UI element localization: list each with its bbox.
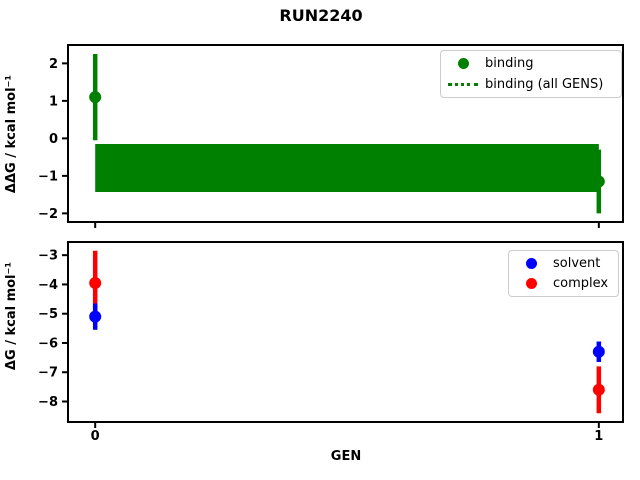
legend-dot-icon	[509, 257, 553, 269]
x-axis-label: GEN	[331, 449, 361, 464]
legend-dotted-line-icon	[441, 83, 485, 86]
legend-label: solvent	[553, 255, 601, 271]
axes-border	[67, 241, 624, 423]
binding-point	[89, 91, 102, 104]
subplots-group: 2 1 0 −1 −2 −3 −4 −5 −6 −7 −8 0 1	[38, 44, 624, 444]
y-tick-label: 1	[49, 94, 58, 109]
solvent-point	[89, 310, 102, 323]
legend-item: binding	[441, 53, 621, 74]
axes-border	[67, 44, 624, 223]
complex-point	[89, 276, 102, 289]
legend-label: binding (all GENS)	[485, 77, 604, 92]
complex-point	[592, 383, 605, 396]
legend-item: binding (all GENS)	[441, 74, 621, 95]
y-tick-label: 0	[49, 132, 58, 147]
figure-title: RUN2240	[279, 6, 362, 25]
x-tick-label: 0	[91, 429, 100, 444]
y-tick-label: −2	[38, 207, 58, 222]
phase-free-energy-subplot: −3 −4 −5 −6 −7 −8 0 1	[38, 241, 624, 444]
legend-binding: binding binding (all GENS)	[440, 50, 622, 98]
binding-point	[592, 175, 605, 188]
solvent-point	[592, 345, 605, 358]
legend-item: complex	[509, 274, 618, 295]
y-tick-label: −8	[38, 395, 58, 410]
legend-dot-icon	[509, 278, 553, 290]
y-tick-label: −6	[38, 336, 58, 351]
y-tick-label: −5	[38, 307, 58, 322]
legend-item: solvent	[509, 253, 618, 274]
legend-dot-icon	[441, 58, 485, 69]
binding-free-energy-subplot: 2 1 0 −1 −2	[38, 44, 624, 228]
legend-label: complex	[553, 276, 609, 292]
y-tick-label: 2	[49, 57, 58, 72]
x-tick-label: 1	[594, 429, 603, 444]
bottom-y-axis-label: ΔG / kcal mol⁻¹	[4, 262, 19, 370]
uncertainty-band	[95, 144, 599, 192]
legend-phases: solvent complex	[508, 250, 619, 297]
y-tick-label: −3	[38, 249, 58, 264]
y-tick-label: −7	[38, 366, 58, 381]
y-tick-label: −4	[38, 278, 58, 293]
top-y-axis-label: ΔΔG / kcal mol⁻¹	[4, 75, 19, 193]
legend-label: binding	[485, 56, 534, 71]
y-tick-label: −1	[38, 169, 58, 184]
